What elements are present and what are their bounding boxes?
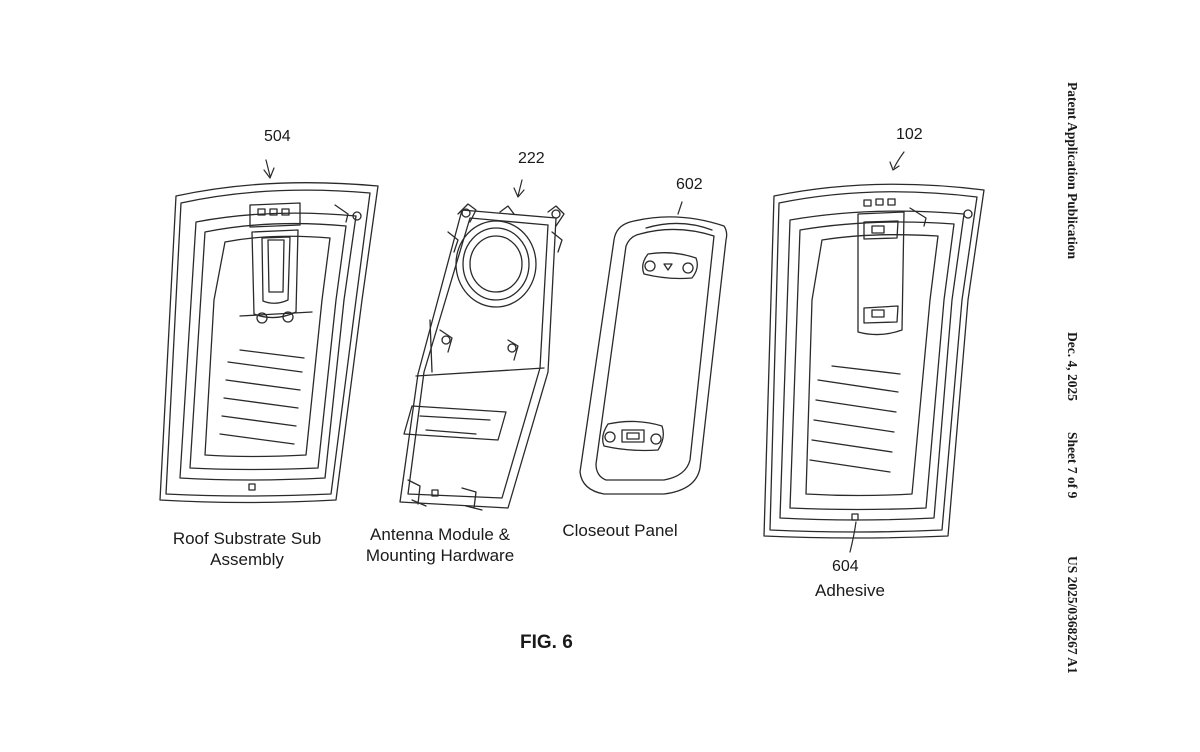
caption-adhesive: Adhesive xyxy=(815,581,885,600)
ref-numeral-602: 602 xyxy=(676,176,703,193)
ref-numeral-504: 504 xyxy=(264,128,291,145)
ref-numeral-604: 604 xyxy=(832,558,859,575)
assembled-roof-drawing xyxy=(763,183,985,539)
figure-label: FIG. 6 xyxy=(520,632,573,653)
ref-numeral-222: 222 xyxy=(518,150,545,167)
closeout-panel-drawing xyxy=(579,216,728,495)
header-publication: Patent Application Publication xyxy=(1065,82,1080,260)
ref-numeral-102: 102 xyxy=(896,126,923,143)
caption-roof-substrate-line1: Roof Substrate Sub xyxy=(172,529,322,548)
caption-roof-substrate: Roof Substrate Sub Assembly xyxy=(162,528,332,570)
caption-antenna-module: Antenna Module & Mounting Hardware xyxy=(355,524,525,566)
caption-antenna-module-line1: Antenna Module & xyxy=(370,525,510,544)
caption-antenna-module-line2: Mounting Hardware xyxy=(365,546,515,565)
caption-closeout-panel: Closeout Panel xyxy=(545,520,695,541)
antenna-module-drawing xyxy=(399,203,565,511)
header-number: US 2025/0368267 A1 xyxy=(1065,556,1080,674)
caption-closeout-panel-line1: Closeout Panel xyxy=(562,521,678,540)
roof-substrate-drawing xyxy=(159,182,379,504)
header-date: Dec. 4, 2025 xyxy=(1065,332,1080,401)
reference-arrows xyxy=(263,151,905,553)
caption-roof-substrate-line2: Assembly xyxy=(210,550,284,569)
header-sheet: Sheet 7 of 9 xyxy=(1065,432,1080,499)
